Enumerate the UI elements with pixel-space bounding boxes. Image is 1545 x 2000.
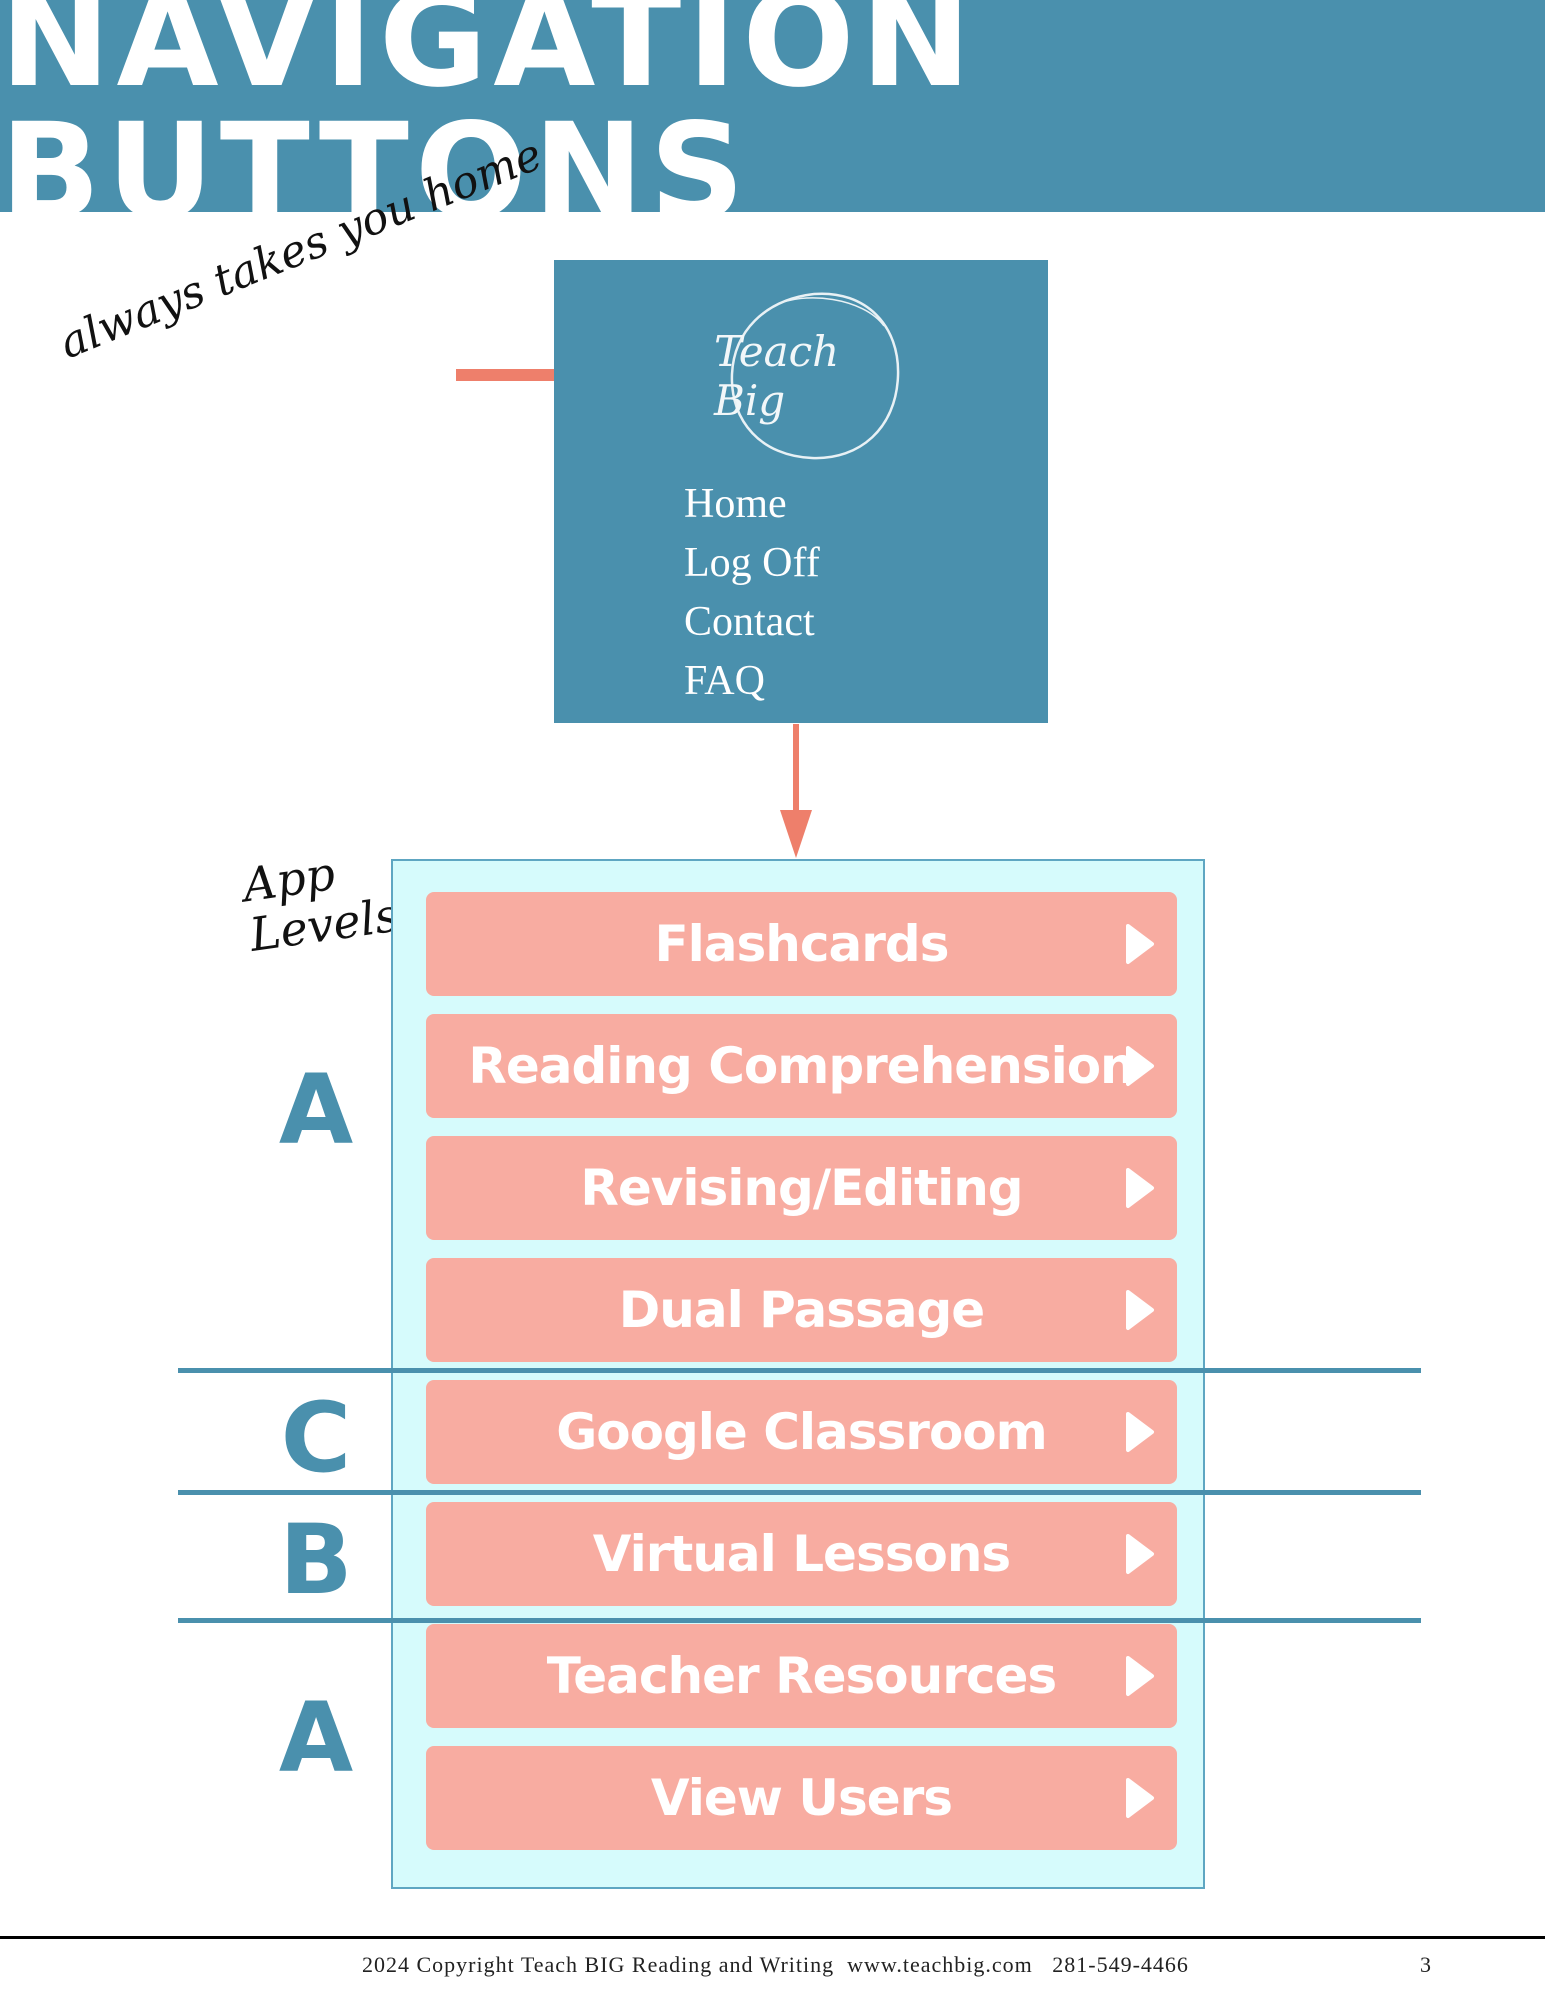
button-label: Flashcards (654, 915, 950, 973)
revising-editing-button[interactable]: Revising/Editing (426, 1136, 1177, 1240)
nav-menu-panel: Teach Big Home Log Off Contact FAQ (554, 260, 1048, 723)
flashcards-button[interactable]: Flashcards (426, 892, 1177, 996)
play-arrow-icon (1126, 1534, 1154, 1574)
nav-link-faq[interactable]: FAQ (684, 658, 765, 704)
reading-comprehension-button[interactable]: Reading Comprehension (426, 1014, 1177, 1118)
footer-divider (0, 1936, 1545, 1939)
google-classroom-button[interactable]: Google Classroom (426, 1380, 1177, 1484)
teach-big-logo[interactable]: Teach Big (714, 276, 914, 476)
play-arrow-icon (1126, 1290, 1154, 1330)
play-arrow-icon (1126, 1168, 1154, 1208)
level-divider-line (178, 1490, 1421, 1495)
play-arrow-icon (1126, 1778, 1154, 1818)
button-label: Reading Comprehension (468, 1037, 1135, 1095)
page-title: NAVIGATION BUTTONS (0, 0, 978, 249)
page-number: 3 (1420, 1952, 1431, 1977)
arrow-down-icon (780, 724, 812, 858)
play-arrow-icon (1126, 1046, 1154, 1086)
app-buttons-panel: Flashcards Reading Comprehension Revisin… (391, 859, 1205, 1889)
button-label: Virtual Lessons (592, 1525, 1011, 1583)
nav-link-home[interactable]: Home (684, 481, 787, 527)
app-levels-annotation: App Levels (239, 840, 401, 962)
button-label: Dual Passage (618, 1281, 985, 1339)
nav-links: Home Log Off Contact FAQ (684, 475, 820, 711)
logo-text: Teach Big (714, 327, 840, 425)
logo-circle-icon (730, 292, 900, 460)
teacher-resources-button[interactable]: Teacher Resources (426, 1624, 1177, 1728)
level-divider-line (178, 1618, 1421, 1623)
title-banner: NAVIGATION BUTTONS (0, 0, 1545, 238)
button-label: Revising/Editing (580, 1159, 1023, 1217)
level-letter-a: A (278, 1054, 354, 1166)
footer-copyright: 2024 Copyright Teach BIG Reading and Wri… (362, 1952, 1189, 1977)
nav-link-contact[interactable]: Contact (684, 599, 815, 645)
virtual-lessons-button[interactable]: Virtual Lessons (426, 1502, 1177, 1606)
level-letter-b: B (279, 1504, 353, 1616)
play-arrow-icon (1126, 924, 1154, 964)
nav-link-log-off[interactable]: Log Off (684, 540, 820, 586)
button-label: View Users (650, 1769, 953, 1827)
level-letter-c: C (280, 1382, 352, 1494)
level-letter-a: A (278, 1682, 354, 1794)
level-divider-line (178, 1368, 1421, 1373)
button-label: Teacher Resources (546, 1647, 1057, 1705)
button-label: Google Classroom (556, 1403, 1048, 1461)
play-arrow-icon (1126, 1412, 1154, 1452)
play-arrow-icon (1126, 1656, 1154, 1696)
view-users-button[interactable]: View Users (426, 1746, 1177, 1850)
dual-passage-button[interactable]: Dual Passage (426, 1258, 1177, 1362)
